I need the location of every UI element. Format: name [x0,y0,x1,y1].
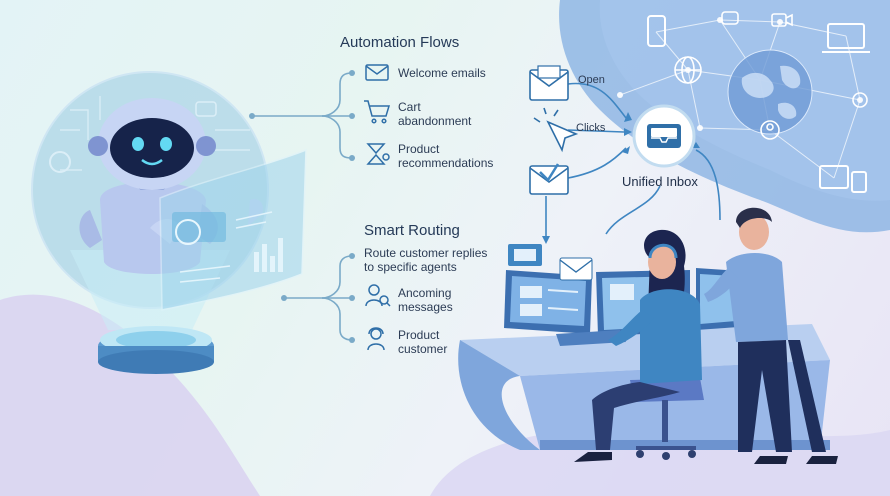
office-scene [458,207,838,464]
woman-agent [574,229,702,462]
routing-item-incoming-messages: Ancoming messages [398,286,453,314]
shopping-cart-icon [364,100,391,124]
inbox-flow-arrows [545,82,721,236]
smart-routing-subtitle: Route customer replies to specific agent… [364,246,488,274]
smart-routing-title: Smart Routing [364,222,460,239]
headset-user-icon [367,327,385,351]
globe-outline-icon [674,56,702,84]
phone-icon [647,15,666,47]
user-circle-icon [760,120,780,140]
hourglass-icon [366,143,390,165]
lavender-blob [0,294,260,496]
globe-icon [727,49,813,135]
check-email-icon [529,163,569,195]
clicks-label: Clicks [576,122,606,134]
monitor-left [504,270,592,334]
monitor-icon [819,165,867,193]
chat-bubble-icon [721,11,739,25]
laptop-icon [822,23,870,53]
open-label: Open [578,74,605,86]
robot-scene [31,71,269,374]
automation-item-welcome-emails: Welcome emails [398,66,486,80]
holo-screen [159,148,307,311]
unified-inbox-icon [632,104,696,168]
robot-chat-icon [195,101,217,117]
automation-flows-title: Automation Flows [340,34,460,51]
gear-icon [49,151,71,173]
user-search-icon [365,284,391,307]
envelope-icon [365,64,389,81]
routing-item-product-customer: Product customer [398,328,448,356]
unified-inbox-title: Unified Inbox [622,174,698,189]
floating-email-tiles [508,244,593,281]
video-icon [771,13,793,27]
click-cursor-icon [533,107,579,153]
routing-connectors [284,255,353,341]
automation-item-product-recommendations: Product recommendations [398,142,494,170]
automation-connectors [252,72,353,159]
settings-icon [852,92,868,108]
man-agent [704,207,838,464]
open-email-icon [529,65,569,101]
automation-item-cart-abandonment: Cart abandonment [398,100,472,128]
